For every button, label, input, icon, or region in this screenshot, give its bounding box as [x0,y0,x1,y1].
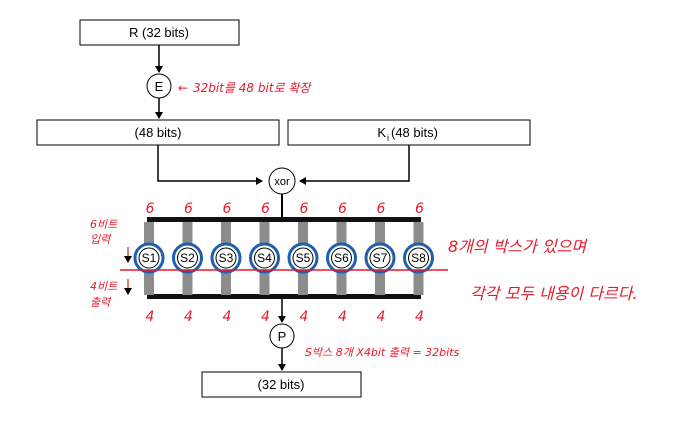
sbox-inner-circle [331,247,352,269]
sbox-inner-circle [369,247,391,269]
sbox-label: S3 [219,251,234,265]
key-to-xor-line [299,145,410,185]
expansion-e-label: E [155,79,164,94]
sbox-input-connector [413,222,424,246]
sbox-inner-circle [292,247,314,269]
note-line1: 8개의 박스가 있으며 [448,237,588,256]
sbox-label: S2 [180,251,195,265]
sbox-output-count: 4 [300,309,309,325]
p-annotation: S박스 8개 X4bit 출력 = 32bits [305,346,460,359]
key-subscript-label: i [387,133,389,143]
sbox-input-count: 6 [223,201,232,217]
expand-arrow-symbol: ← [178,81,188,95]
sbox-label: S4 [257,251,272,265]
sbox-output-connector [259,270,270,295]
sbox-output-connector [375,270,385,295]
sbox-input-connector [336,222,347,246]
key-k-label: K [377,125,386,140]
sbox-label: S8 [411,251,426,265]
sbox-inner-circle [215,247,237,269]
permutation-p-label: P [278,329,287,344]
sbox-inner-circle [254,247,275,269]
sbox-input-count: 6 [261,201,270,217]
sbox-input-bar [147,217,421,222]
in-label-line2: 입력 [90,233,112,246]
sbox-inner-circle [177,247,198,269]
sbox-output-count: 4 [223,309,232,325]
sbox-input-count: 6 [184,201,193,217]
sbox-output-count: 4 [261,309,270,325]
sbox-input-count: 6 [415,201,424,217]
expand-annotation: 32bit를 48 bit로 확장 [193,81,312,95]
sbox-output-connector [413,270,424,295]
sbox-input-count: 6 [377,201,386,217]
r-32bits-box [79,19,240,46]
sbox-output-connector [298,270,308,295]
sbox-input-connector [144,222,154,246]
sbox-input-count: 6 [146,201,155,217]
xor-label: xor [274,176,290,188]
left-48bits-label: (48 bits) [135,125,182,140]
sbox-input-connector [375,222,385,246]
sbox-output-connector [182,270,193,295]
sbox-input-count: 6 [338,201,347,217]
in-label-line1: 6비트 [90,218,118,231]
sbox-input-connector [221,222,231,246]
sbox-input-count: 6 [300,201,309,217]
note-line2: 각각 모두 내용이 다르다. [470,284,638,303]
out-label-line1: 4비트 [90,280,118,293]
key-48bits-label: (48 bits) [391,125,438,140]
sbox-input-connector [259,222,270,246]
sbox-label: S6 [334,251,349,265]
left-to-xor-line [157,145,263,185]
sbox-inner-circle [138,247,160,269]
out-32bits-box [201,371,362,398]
sbox-output-connector [336,270,347,295]
sbox-label: S1 [142,251,157,265]
sbox-inner-circle [408,247,429,269]
sbox-input-connector [182,222,193,246]
key-48bits-box [287,119,531,146]
sbox-output-bar [147,294,421,299]
sbox-output-count: 4 [377,309,386,325]
sbox-output-count: 4 [184,309,193,325]
r-32bits-label: R (32 bits) [129,25,189,40]
sbox-label: S5 [296,251,311,265]
sbox-output-count: 4 [338,309,347,325]
sbox-output-connector [144,270,154,295]
sbox-label: S7 [373,251,388,265]
sbox-row: S1 6 4 S2 6 4 S3 6 4 S4 6 4 S5 6 4 S6 6 4 S7 6 4 S8 6 4 [124,201,434,325]
sbox-input-connector [298,222,308,246]
out-32bits-label: (32 bits) [258,377,305,392]
sbox-output-connector [221,270,231,295]
sbox-output-count: 4 [415,309,424,325]
out-label-line2: 출력 [90,296,112,309]
sbox-output-count: 4 [146,309,155,325]
